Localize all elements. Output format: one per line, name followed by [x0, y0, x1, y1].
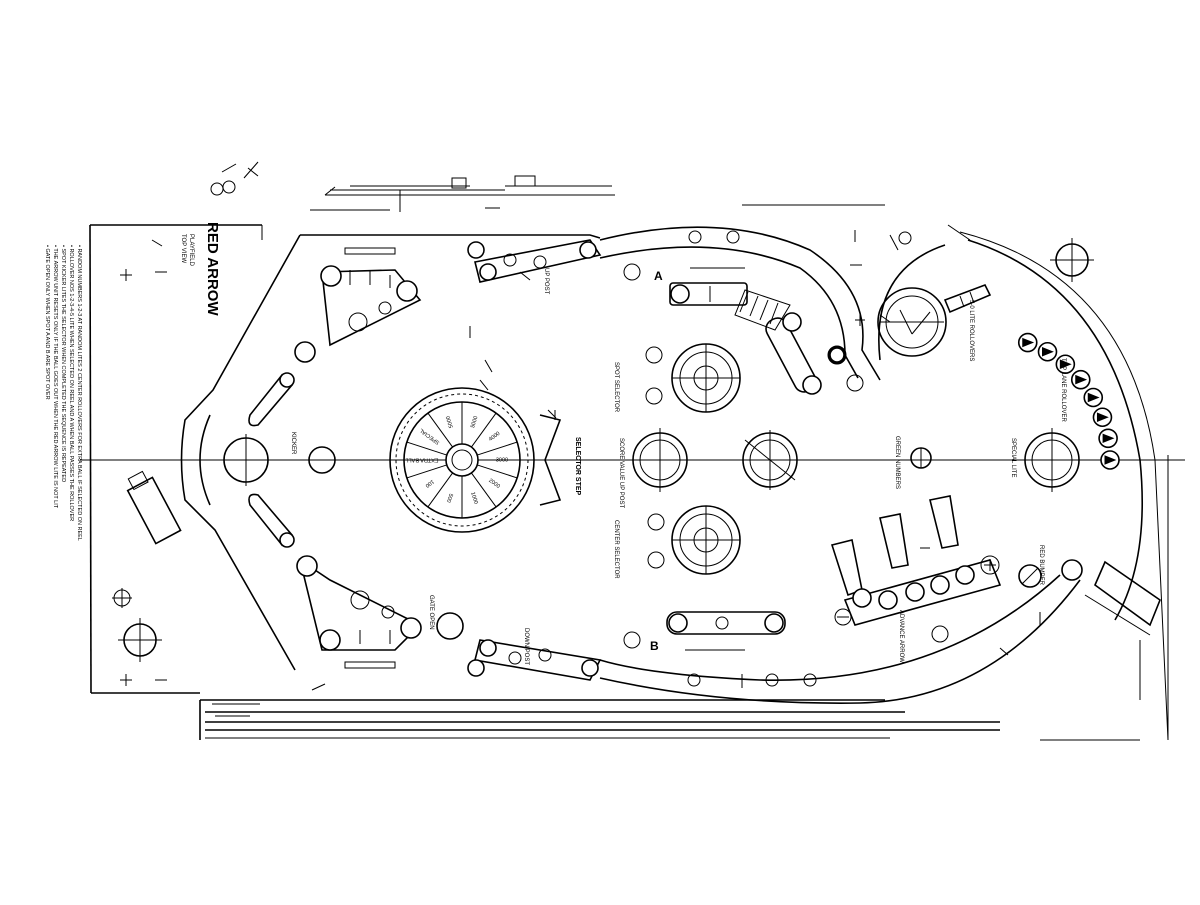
red-bumper — [1018, 564, 1042, 588]
cabinet-outline — [89, 224, 1169, 741]
right-bumper — [1020, 428, 1084, 492]
rollover-arrow-icon — [1059, 359, 1072, 369]
score-value-label: SCORE VALUE UP POST — [618, 438, 624, 508]
down-post-label: DOWN POST — [523, 628, 529, 665]
subtitle-line-1: PLAYFIELD — [188, 234, 194, 267]
note-1: • RANDOM NUMBERS 1-2-3 AT RANDOM LITES 2… — [76, 245, 82, 541]
spinner-spoke — [477, 441, 518, 456]
upper-selector-disc — [645, 343, 741, 413]
rollover-chain — [1017, 332, 1120, 470]
rollover-arrow-icon — [1087, 392, 1100, 403]
rollover-arrow-icon — [1104, 455, 1117, 465]
special-lite-label: SPECIAL LITE — [1010, 438, 1016, 477]
left-bumper — [220, 434, 336, 486]
selector-step-label: SELECTOR STEP — [574, 437, 581, 496]
rollover-arrow-icon — [1042, 347, 1054, 357]
upper-ramp — [599, 226, 881, 381]
flipper-detail-sketch — [210, 161, 259, 196]
left-targets — [112, 239, 182, 686]
spinner-spoke — [477, 464, 518, 479]
rollover-arrow-icon — [1022, 337, 1035, 348]
spot-lites-label: 5-0 LITE ROLLOVERS — [968, 300, 974, 361]
selector-step: SELECTOR STEP — [539, 410, 581, 506]
center-right-bumper — [742, 430, 798, 490]
upper-selector-label: SPOT SELECTOR — [613, 362, 619, 413]
advance-arrow-unit — [830, 495, 1002, 626]
note-5: • GATE OPEN ONLY WHEN SPOT A AND B ARE S… — [44, 245, 50, 400]
spinner-segment-label: 100 — [424, 478, 435, 488]
spinner-segment-label: 5000 — [470, 415, 479, 429]
gate-open-label: GATE OPEN — [428, 595, 434, 630]
rollover-arrow-icon — [1102, 433, 1115, 444]
lane-b-label: B — [650, 639, 659, 653]
subtitle-line-2: TOP VIEW — [180, 234, 186, 263]
left-upper-slingshot — [294, 247, 422, 363]
drop-target — [943, 283, 992, 314]
ramp-gate — [765, 312, 864, 395]
lane-b-unit — [666, 611, 786, 635]
spinner-top-marks — [469, 326, 557, 419]
rollover-arrow-icon — [1096, 412, 1109, 422]
spinner-segment-label: 4000 — [488, 431, 501, 443]
right-outlane — [599, 547, 1083, 704]
top-posts — [623, 230, 817, 688]
top-right-posts — [850, 224, 971, 326]
note-4: • THE ARROW UNIT RESETS ONLY IF THE BALL… — [52, 245, 58, 509]
lower-selector-disc — [647, 505, 741, 575]
spinner-segment-label: SPECIAL — [419, 427, 441, 446]
spinner-segment-label: 2000 — [487, 478, 500, 490]
playfield-title: RED ARROW — [204, 222, 221, 316]
kicker-label: KICKER — [290, 432, 296, 455]
arrow-unit-box — [1084, 560, 1161, 700]
spinner-spoke — [471, 412, 497, 448]
spinner-segment-label: EXTRA BALL — [405, 457, 438, 463]
lower-selector-label: CENTER SELECTOR — [613, 520, 619, 579]
green-numbers-target — [910, 447, 932, 469]
top-right-target — [1050, 238, 1094, 282]
left-upper-flipper — [248, 372, 295, 427]
green-numbers-label: GREEN NUMBERS — [894, 436, 900, 489]
note-3: • SPOT KICKER LITES THE SELECTOR WHEN CO… — [60, 245, 66, 482]
up-post-label: UP POST — [543, 268, 549, 295]
lane-a-label: A — [654, 269, 663, 283]
gate-open-post — [436, 612, 464, 640]
spinner-segment-label: 3000 — [496, 457, 508, 463]
top-lane-note: TOP LANE ROLLOVER — [1060, 358, 1066, 422]
spinner-spoke — [406, 441, 447, 456]
top-left-lane — [467, 239, 602, 283]
rollover-arrow-icon — [1075, 374, 1088, 385]
left-lower-flipper — [248, 493, 295, 548]
note-2: • ROLLOVER NOS 1-2-3-4-5 LITE WHEN SELEC… — [68, 245, 74, 521]
drawing-notes: • RANDOM NUMBERS 1-2-3 AT RANDOM LITES 2… — [44, 245, 82, 541]
red-bumper-label: RED BUMPER — [1038, 545, 1044, 586]
advance-arrow-label: ADVANCE ARROW — [898, 610, 904, 663]
spinner-spoke — [427, 412, 453, 448]
spinner-spoke — [427, 472, 453, 508]
top-right-saucer — [877, 244, 947, 361]
spinner-segment-label: 1000 — [469, 491, 478, 505]
side-view-sketch — [310, 175, 885, 212]
spinner-segment-label: 500 — [445, 493, 454, 504]
left-lower-slingshot — [296, 555, 422, 691]
bottom-left-lane — [467, 639, 602, 681]
center-left-bumper — [630, 428, 690, 492]
spinner-spoke — [471, 472, 497, 508]
lane-a-unit — [669, 282, 748, 306]
spinner-segment-label: 5000 — [445, 415, 454, 429]
title-block: RED ARROW — [204, 222, 221, 316]
spinner-spoke — [406, 464, 447, 479]
